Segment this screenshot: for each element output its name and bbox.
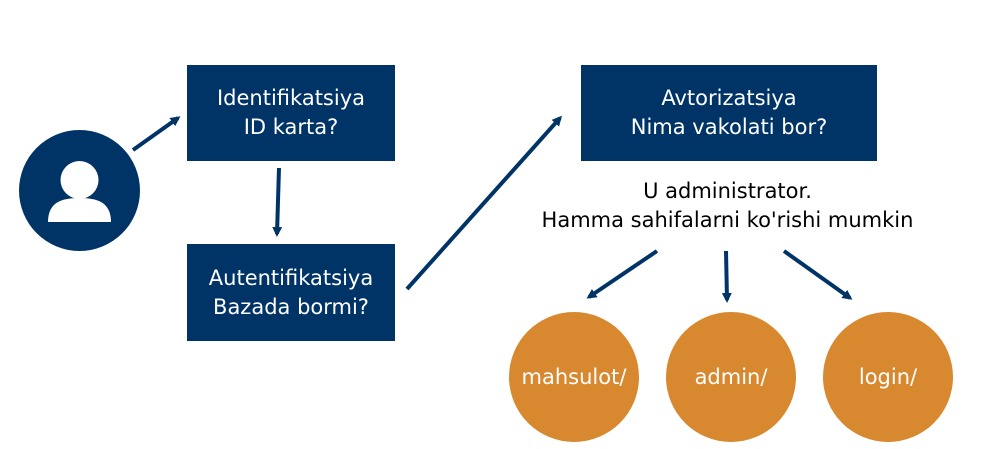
- note-line-1: U administrator.: [643, 179, 812, 203]
- route-label: mahsulot/: [521, 365, 627, 389]
- authorization-note: U administrator. Hamma sahifalarni ko'ri…: [505, 177, 950, 235]
- authentication-question: Bazada bormi?: [213, 294, 369, 319]
- identification-box: Identifikatsiya ID karta?: [187, 65, 395, 161]
- route-admin: admin/: [666, 312, 796, 442]
- arrow-to-route-mahsulot: [586, 249, 659, 299]
- arrow-to-route-login: [782, 249, 853, 300]
- route-login: login/: [823, 312, 953, 442]
- route-mahsulot: mahsulot/: [509, 312, 639, 442]
- user-icon: [48, 161, 111, 222]
- user-avatar: [19, 130, 140, 251]
- authorization-box: Avtorizatsiya Nima vakolati bor?: [581, 65, 877, 161]
- identification-title: Identifikatsiya: [216, 86, 365, 110]
- arrow-identification-to-authentication: [272, 167, 283, 237]
- arrow-authentication-to-authorization: [405, 115, 563, 291]
- authentication-title: Autentifikatsiya: [208, 265, 374, 290]
- identification-question: ID karta?: [243, 115, 339, 139]
- authentication-box: Autentifikatsiya Bazada bormi?: [187, 244, 395, 341]
- arrow-to-route-admin: [721, 250, 732, 303]
- arrow-user-to-identification: [131, 116, 181, 152]
- route-label: login/: [858, 365, 918, 389]
- note-line-2: Hamma sahifalarni ko'rishi mumkin: [541, 208, 914, 232]
- route-label: admin/: [694, 365, 768, 389]
- authorization-question: Nima vakolati bor?: [630, 115, 828, 139]
- authorization-title: Avtorizatsiya: [661, 86, 797, 110]
